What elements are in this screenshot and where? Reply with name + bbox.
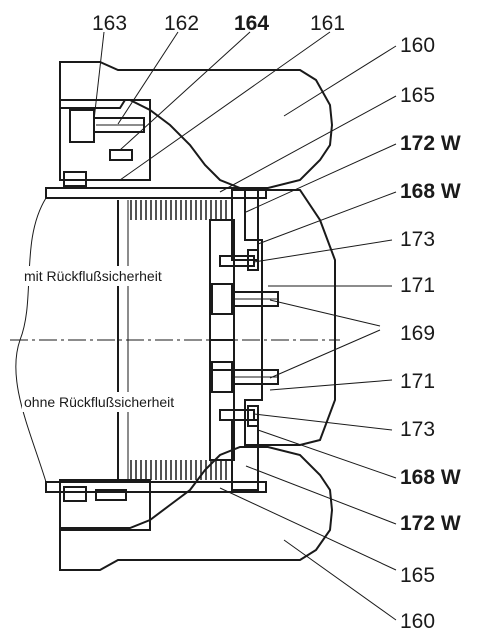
label-171-bottom: 171 bbox=[400, 370, 435, 393]
label-173-top: 173 bbox=[400, 228, 435, 251]
caption-bg-top bbox=[22, 266, 208, 286]
label-164: 164 bbox=[234, 12, 269, 35]
shaft-tube-165 bbox=[45, 187, 267, 493]
label-165-top: 165 bbox=[400, 84, 435, 107]
housing-160 bbox=[59, 61, 336, 571]
caption-without-backflow: ohne Rückflußsicherheit bbox=[24, 394, 174, 410]
label-160-top: 160 bbox=[400, 34, 435, 57]
leader-lines bbox=[93, 31, 397, 621]
label-171-top: 171 bbox=[400, 274, 435, 297]
end-cap-172w bbox=[209, 189, 259, 491]
gear-teeth bbox=[117, 200, 230, 482]
label-162: 162 bbox=[164, 12, 199, 35]
label-161: 161 bbox=[310, 12, 345, 35]
label-173-bottom: 173 bbox=[400, 418, 435, 441]
label-172w-top: 172 W bbox=[400, 132, 461, 155]
caption-with-backflow: mit Rückflußsicherheit bbox=[24, 268, 162, 284]
flange-top bbox=[59, 99, 151, 187]
bolts-171-173 bbox=[211, 249, 279, 427]
flange-bottom bbox=[59, 479, 151, 531]
label-168w-bottom: 168 W bbox=[400, 466, 461, 489]
label-165-bottom: 165 bbox=[400, 564, 435, 587]
label-168w-top: 168 W bbox=[400, 180, 461, 203]
label-169: 169 bbox=[400, 322, 435, 345]
break-line bbox=[15, 197, 47, 483]
caption-bg-bottom bbox=[22, 392, 208, 412]
label-163: 163 bbox=[92, 12, 127, 35]
label-160-bottom: 160 bbox=[400, 610, 435, 633]
label-172w-bottom: 172 W bbox=[400, 512, 461, 535]
